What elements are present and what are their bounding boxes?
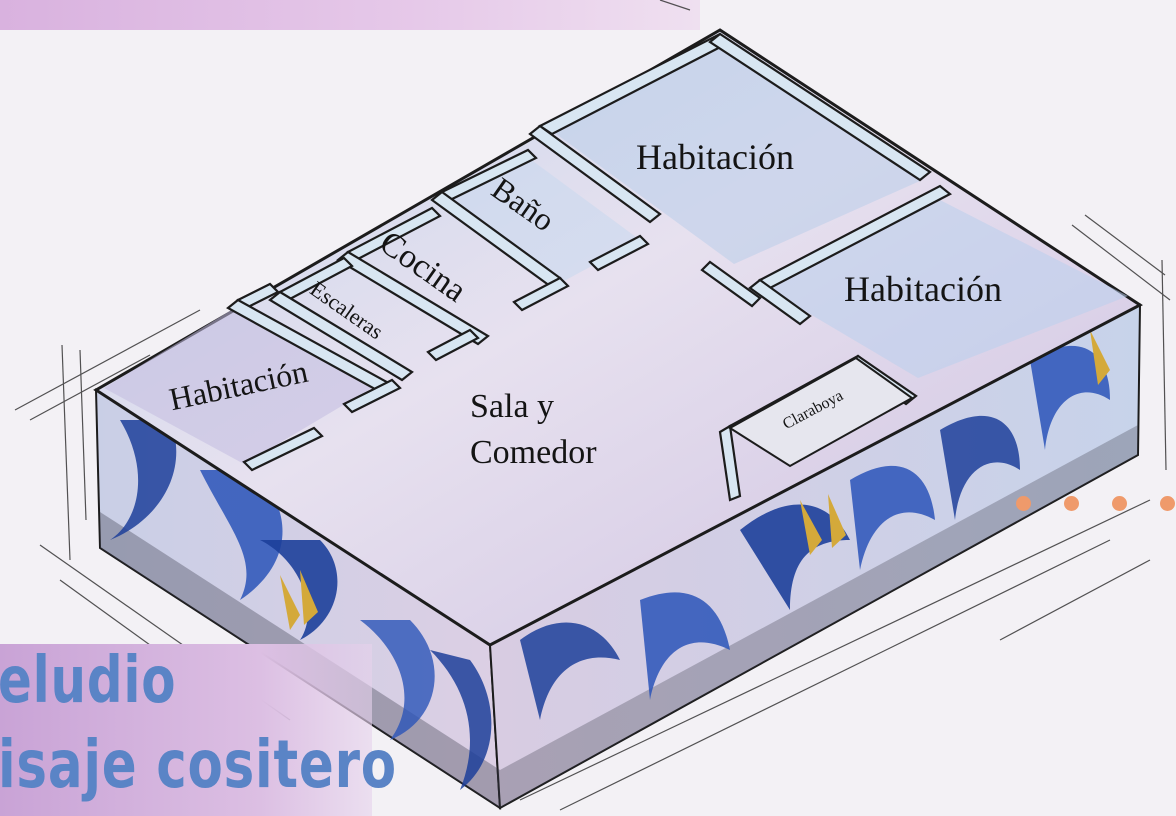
title-line-1: eludio (0, 644, 177, 718)
decorative-dots (1016, 496, 1175, 511)
title-line-2: isaje cositero (0, 726, 397, 803)
dot-1 (1016, 496, 1031, 511)
room-label-habitacion-top: Habitación (636, 137, 794, 177)
room-label-habitacion-right: Habitación (844, 269, 1002, 309)
top-banner (0, 0, 700, 30)
right-side-base-texture (500, 425, 1138, 808)
dot-2 (1064, 496, 1079, 511)
title-box (0, 644, 372, 816)
dot-3 (1112, 496, 1127, 511)
room-label-sala-line1: Sala y (470, 388, 555, 425)
room-label-sala-line2: Comedor (470, 434, 597, 471)
skylight-box (728, 356, 914, 468)
side-flower-decor (110, 330, 1110, 790)
room-fills (104, 40, 1128, 464)
dot-4 (1160, 496, 1175, 511)
